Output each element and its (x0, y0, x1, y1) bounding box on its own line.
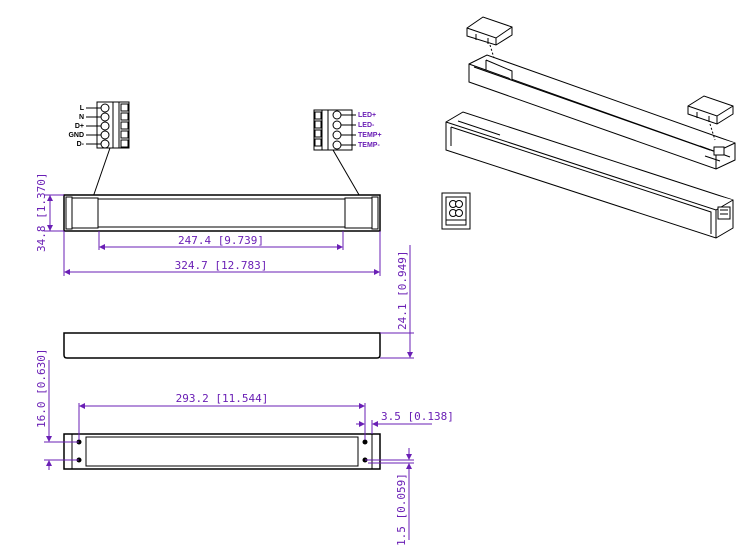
side-view (63, 332, 381, 359)
dimension-tab-thickness-label: 1.5 [0.059] (395, 473, 408, 546)
dimension-mount-pitch-label: 293.2 [11.544] (176, 392, 269, 405)
output-leader-line (332, 149, 363, 201)
mounting-view (63, 433, 381, 470)
dimension-depth-label: 24.1 [0.949] (396, 251, 409, 330)
dimension-total-length (63, 231, 381, 276)
dimension-height-label: 34.8 [1.370] (35, 173, 48, 252)
pin-label-gnd: GND (68, 132, 84, 139)
pin-label-l: L (80, 105, 85, 112)
dimension-mount-width-label: 16.0 [0.630] (35, 349, 48, 428)
isometric-exploded-view (445, 16, 736, 239)
pin-label-led-plus: LED+ (358, 112, 376, 119)
pin-label-dminus: D- (77, 141, 85, 148)
dimension-mount-width (44, 360, 79, 470)
dimension-hole-offset-label: 3.5 [0.138] (381, 410, 454, 423)
input-connector: L N D+ GND D- (68, 101, 130, 149)
pin-label-temp-minus: TEMP- (358, 142, 380, 149)
dimension-mount-pitch (78, 403, 366, 440)
pin-label-temp-plus: TEMP+ (358, 132, 382, 139)
end-connector-detail (441, 192, 471, 230)
dimension-height (44, 194, 64, 232)
pin-label-n: N (79, 114, 84, 121)
dimension-hole-offset (356, 420, 432, 434)
dimension-inner-length (98, 231, 344, 250)
dimension-tab-thickness (365, 448, 414, 540)
dimension-depth (380, 245, 414, 359)
pin-label-led-minus: LED- (358, 122, 375, 129)
pin-label-dplus: D+ (75, 123, 84, 130)
input-leader-line (91, 147, 111, 201)
dimension-inner-length-label: 247.4 [9.739] (178, 234, 264, 247)
dimension-total-length-label: 324.7 [12.783] (175, 259, 268, 272)
output-connector: LED+ LED- TEMP+ TEMP- (313, 109, 382, 151)
top-view (63, 194, 381, 232)
